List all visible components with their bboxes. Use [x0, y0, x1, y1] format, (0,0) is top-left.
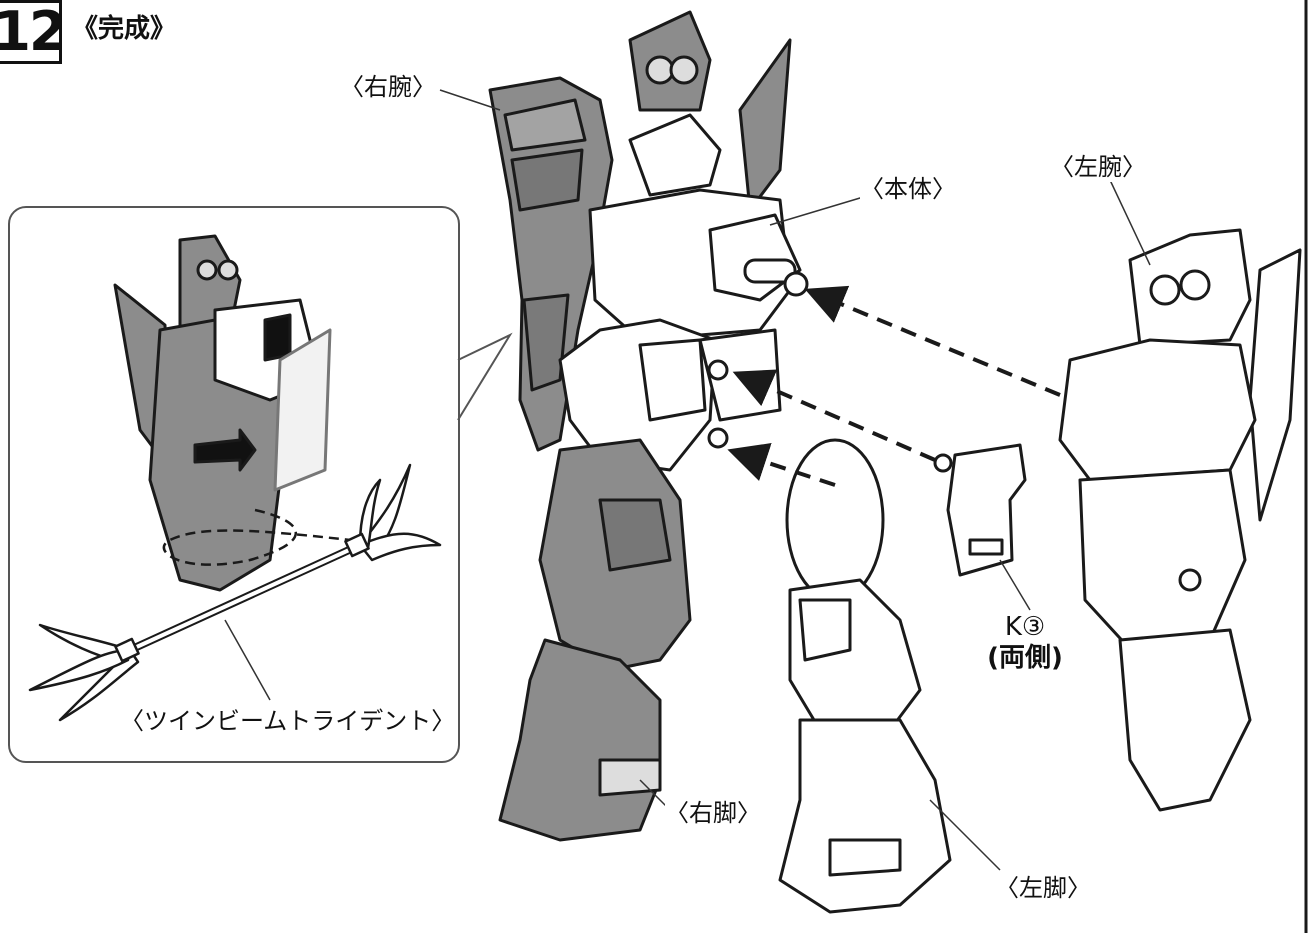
part-both-sides: (両側): [987, 643, 1063, 674]
label-right-leg: 〈右脚〉: [665, 799, 761, 828]
right-arm-part: [488, 76, 614, 452]
step-title: 《完成》: [72, 14, 177, 44]
label-part-k3: K③ (両側): [970, 612, 1080, 674]
backpack-wing-part: [628, 10, 792, 212]
step-number-box: 12: [0, 0, 67, 64]
step-number: 12: [0, 0, 67, 63]
body-torso-part: [558, 113, 809, 472]
label-body: 〈本体〉: [860, 175, 956, 204]
callout-tail: [457, 332, 513, 421]
part-k3: [933, 443, 1027, 577]
label-right-arm: 〈右腕〉: [340, 73, 436, 102]
twin-beam-trident: [28, 463, 442, 722]
left-leg-part: [778, 438, 952, 914]
assembly-arrows: [727, 285, 1061, 487]
inset-detail-frame: [8, 206, 460, 763]
rotation-path-dashed: [162, 508, 351, 566]
label-weapon: 〈ツインビームトライデント〉: [120, 707, 456, 736]
right-leg-part: [498, 438, 692, 842]
label-left-leg: 〈左脚〉: [995, 874, 1091, 903]
part-code: K③: [1004, 612, 1046, 642]
inset-arm-closeup: [113, 234, 332, 592]
leader-lines: [224, 89, 1151, 871]
label-left-arm: 〈左腕〉: [1050, 153, 1146, 182]
left-arm-part: [1058, 228, 1302, 812]
